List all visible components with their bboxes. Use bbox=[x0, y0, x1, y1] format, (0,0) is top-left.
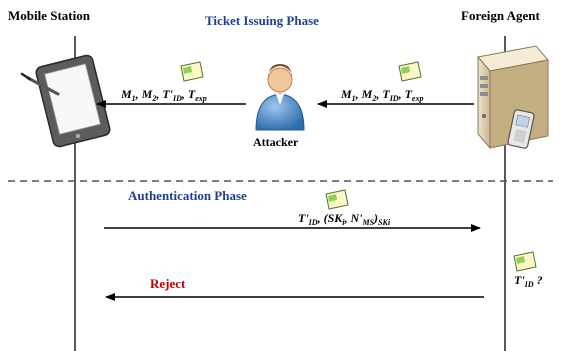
authentication-phase-title: Authentication Phase bbox=[128, 188, 247, 203]
ticket-icon bbox=[398, 61, 422, 82]
server-icon bbox=[477, 45, 549, 150]
attacker-icon bbox=[255, 64, 305, 131]
message-attacker-to-ms: M1, M2, T'ID, Texp bbox=[120, 87, 207, 103]
mobile-station-title: Mobile Station bbox=[8, 8, 91, 23]
attacker-label: Attacker bbox=[253, 135, 299, 149]
foreign-agent-title: Foreign Agent bbox=[461, 8, 541, 23]
mobile-phone-icon bbox=[507, 109, 535, 149]
message-fa-to-attacker: M1, M2, TID, Texp bbox=[340, 87, 423, 103]
ticket-check-label: T'ID ? bbox=[514, 273, 543, 289]
ticket-icon bbox=[325, 189, 349, 210]
ticket-icon bbox=[513, 251, 537, 272]
ticket-issuing-phase-title: Ticket Issuing Phase bbox=[205, 13, 319, 28]
ticket-icon bbox=[180, 61, 204, 82]
message-ms-to-fa: T'ID, (SKi, N'MS)SKi bbox=[298, 211, 391, 227]
reject-label: Reject bbox=[150, 276, 186, 291]
tablet-icon bbox=[20, 54, 111, 148]
